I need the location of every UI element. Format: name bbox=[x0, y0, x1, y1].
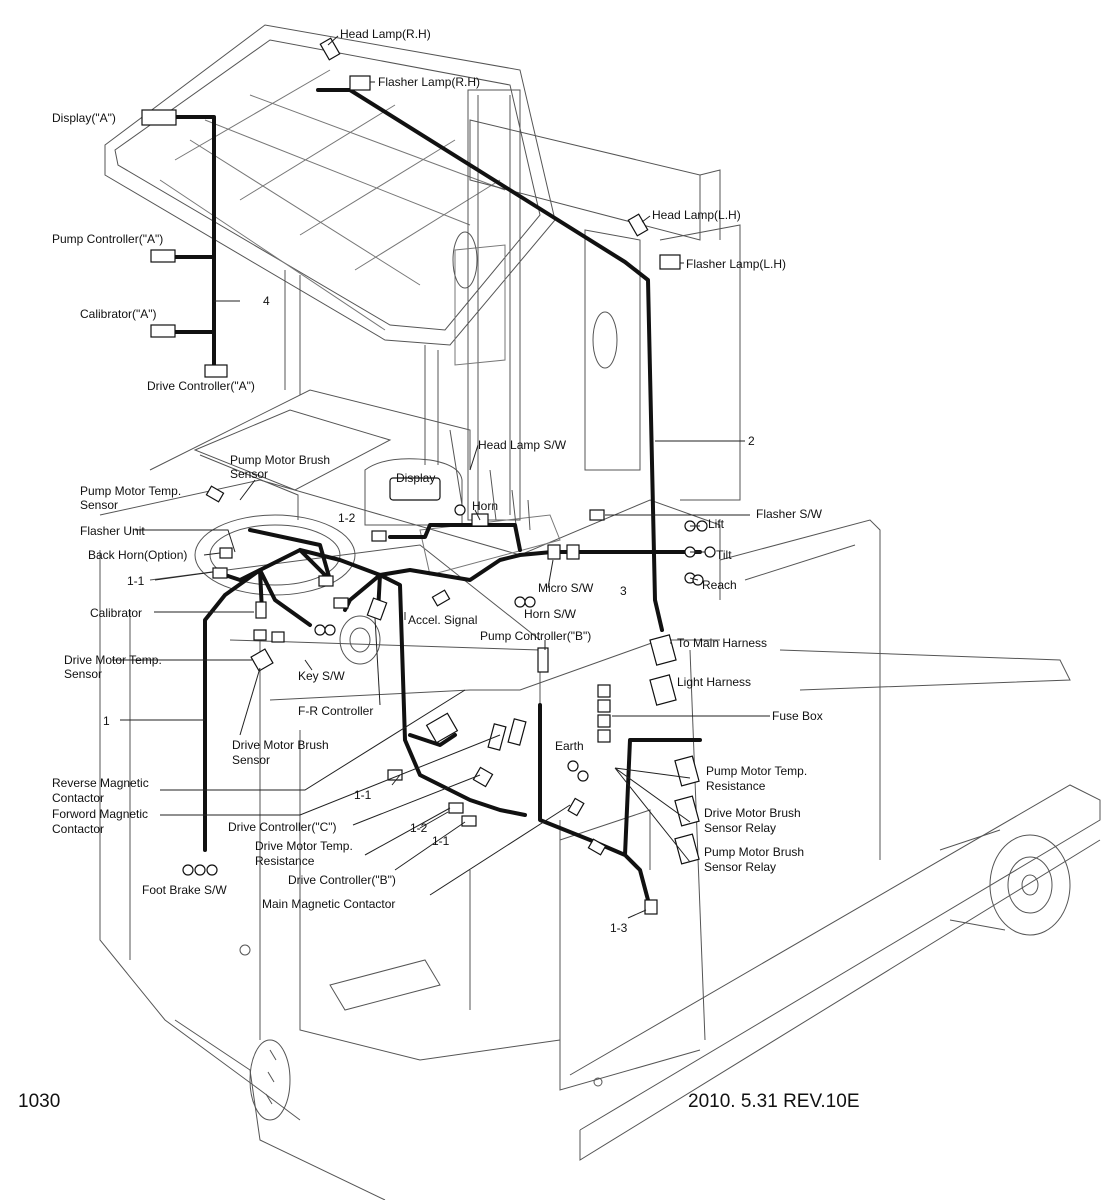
label-drive-motor-temp-resistance-line1: Drive Motor Temp. bbox=[255, 839, 353, 853]
callout-numbers: 4 2 1-2 1-1 3 1 1-1 1-2 1-1 1-3 bbox=[103, 294, 755, 935]
label-calibrator: Calibrator bbox=[90, 606, 142, 620]
component-labels: Head Lamp(R.H) Flasher Lamp(R.H) Display… bbox=[52, 27, 823, 911]
label-head-lamp-lh: Head Lamp(L.H) bbox=[652, 208, 741, 222]
label-drive-motor-brush-sensor-line1: Drive Motor Brush bbox=[232, 738, 329, 752]
label-drive-motor-temp-sensor-line1: Drive Motor Temp. bbox=[64, 653, 162, 667]
label-to-main-harness: To Main Harness bbox=[677, 636, 767, 650]
label-pump-motor-brush-sensor-line1: Pump Motor Brush bbox=[230, 453, 330, 467]
label-drive-controller-a: Drive Controller("A") bbox=[147, 379, 255, 393]
to-main-harness-connector bbox=[649, 634, 677, 666]
label-pump-motor-brush-sensor-relay-line2: Sensor Relay bbox=[704, 860, 776, 874]
label-flasher-lamp-lh: Flasher Lamp(L.H) bbox=[686, 257, 786, 271]
label-drive-motor-temp-resistance-line2: Resistance bbox=[255, 854, 315, 868]
label-back-horn: Back Horn(Option) bbox=[88, 548, 187, 562]
label-pump-motor-brush-sensor-relay-line1: Pump Motor Brush bbox=[704, 845, 804, 859]
label-drive-motor-brush-sensor-relay-line2: Sensor Relay bbox=[704, 821, 776, 835]
label-micro-sw: Micro S/W bbox=[538, 581, 594, 595]
callout-4: 4 bbox=[263, 294, 270, 308]
switch-terminals bbox=[182, 504, 716, 876]
label-drive-motor-brush-sensor-relay-line1: Drive Motor Brush bbox=[704, 806, 801, 820]
harness-3 bbox=[388, 523, 522, 552]
label-pump-motor-temp-resistance-line2: Resistance bbox=[706, 779, 766, 793]
label-display-a: Display("A") bbox=[52, 111, 116, 125]
label-head-lamp-rh: Head Lamp(R.H) bbox=[340, 27, 431, 41]
label-calibrator-a: Calibrator("A") bbox=[80, 307, 157, 321]
label-pump-controller-a: Pump Controller("A") bbox=[52, 232, 163, 246]
label-forword-magnetic-contactor-line1: Forword Magnetic bbox=[52, 807, 148, 821]
label-drive-controller-c: Drive Controller("C") bbox=[228, 820, 337, 834]
callout-3: 3 bbox=[620, 584, 627, 598]
callout-1-2-upper: 1-2 bbox=[338, 511, 356, 525]
label-flasher-lamp-rh: Flasher Lamp(R.H) bbox=[378, 75, 480, 89]
label-reverse-magnetic-contactor-line1: Reverse Magnetic bbox=[52, 776, 149, 790]
drive-controller-a-connector bbox=[204, 364, 228, 378]
footer: 1030 2010. 5.31 REV.10E bbox=[18, 1091, 860, 1112]
label-reach: Reach bbox=[702, 578, 737, 592]
label-pump-motor-temp-sensor-line2: Sensor bbox=[80, 498, 118, 512]
label-pump-motor-temp-sensor-line1: Pump Motor Temp. bbox=[80, 484, 181, 498]
label-earth: Earth bbox=[555, 739, 584, 753]
harness-2 bbox=[316, 88, 664, 632]
callout-1-2-lower: 1-2 bbox=[410, 821, 428, 835]
harness-1-3 bbox=[538, 703, 702, 902]
calibrator-a-connector bbox=[150, 324, 176, 338]
display-screen bbox=[389, 477, 441, 501]
label-pump-motor-temp-resistance-line1: Pump Motor Temp. bbox=[706, 764, 807, 778]
callout-1-1-mid: 1-1 bbox=[354, 788, 372, 802]
pump-controller-b-connector bbox=[537, 647, 549, 673]
callout-1: 1 bbox=[103, 714, 110, 728]
label-foot-brake-sw: Foot Brake S/W bbox=[142, 883, 227, 897]
harness-1 bbox=[203, 528, 702, 852]
wire-harnesses bbox=[173, 88, 702, 902]
pump-controller-a-connector bbox=[150, 249, 176, 263]
label-horn-sw: Horn S/W bbox=[524, 607, 577, 621]
label-drive-motor-temp-sensor-line2: Sensor bbox=[64, 667, 102, 681]
label-tilt: Tilt bbox=[716, 548, 732, 562]
label-fuse-box: Fuse Box bbox=[772, 709, 823, 723]
label-flasher-unit: Flasher Unit bbox=[80, 524, 145, 538]
label-pump-motor-brush-sensor-line2: Sensor bbox=[230, 467, 268, 481]
label-main-magnetic-contactor: Main Magnetic Contactor bbox=[262, 897, 395, 911]
callout-1-1-upper: 1-1 bbox=[127, 574, 145, 588]
light-harness-connector bbox=[649, 674, 677, 706]
page-number: 1030 bbox=[18, 1091, 60, 1112]
callout-2: 2 bbox=[748, 434, 755, 448]
revision-stamp: 2010. 5.31 REV.10E bbox=[688, 1091, 860, 1112]
label-drive-controller-b: Drive Controller("B") bbox=[288, 873, 396, 887]
label-horn: Horn bbox=[472, 499, 498, 513]
label-head-lamp-sw: Head Lamp S/W bbox=[478, 438, 567, 452]
label-forword-magnetic-contactor-line2: Contactor bbox=[52, 822, 104, 836]
label-drive-motor-brush-sensor-line2: Sensor bbox=[232, 753, 270, 767]
label-f-r-controller: F-R Controller bbox=[298, 704, 373, 718]
label-key-sw: Key S/W bbox=[298, 669, 345, 683]
display-a-connector bbox=[141, 109, 177, 126]
label-flasher-sw: Flasher S/W bbox=[756, 507, 823, 521]
label-accel-signal: Accel. Signal bbox=[408, 613, 477, 627]
leader-lines bbox=[112, 35, 770, 919]
harness-4 bbox=[173, 115, 216, 367]
label-light-harness: Light Harness bbox=[677, 675, 751, 689]
callout-1-3: 1-3 bbox=[610, 921, 628, 935]
label-lift: Lift bbox=[708, 517, 725, 531]
label-reverse-magnetic-contactor-line2: Contactor bbox=[52, 791, 104, 805]
callout-1-1-lower: 1-1 bbox=[432, 834, 450, 848]
label-pump-controller-b: Pump Controller("B") bbox=[480, 629, 591, 643]
label-display: Display bbox=[396, 471, 435, 485]
